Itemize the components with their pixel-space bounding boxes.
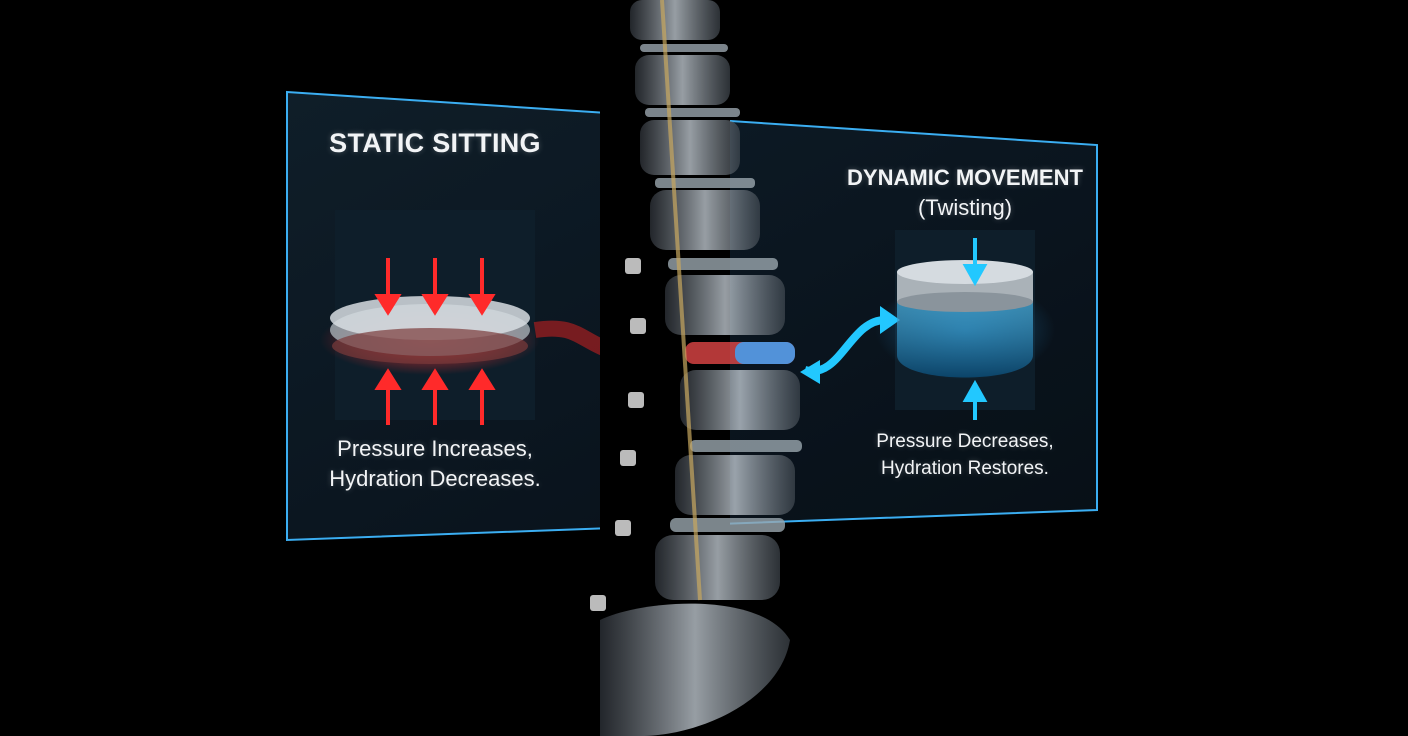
- compressed-disc: [320, 296, 540, 375]
- title-text: DYNAMIC MOVEMENT: [847, 165, 1083, 190]
- caption-line: Hydration Restores.: [881, 458, 1049, 479]
- static-sitting-title: STATIC SITTING: [329, 128, 541, 158]
- subtitle-text: (Twisting): [917, 195, 1013, 220]
- spine: [590, 0, 802, 736]
- hydrated-disc: [875, 260, 1055, 380]
- red-pressure-arrows-up: [374, 368, 496, 425]
- static-sitting-caption: Pressure Increases, Hydration Decreases.: [300, 434, 570, 494]
- dynamic-movement-title: DYNAMIC MOVEMENT (Twisting): [830, 163, 1100, 223]
- red-pressure-arrows-down: [374, 258, 496, 316]
- blue-pressure-arrows: [962, 238, 988, 420]
- dynamic-movement-caption: Pressure Decreases, Hydration Restores.: [830, 428, 1100, 482]
- caption-line: Pressure Increases,: [337, 436, 533, 461]
- caption-line: Pressure Decreases,: [876, 431, 1054, 452]
- caption-line: Hydration Decreases.: [329, 466, 541, 491]
